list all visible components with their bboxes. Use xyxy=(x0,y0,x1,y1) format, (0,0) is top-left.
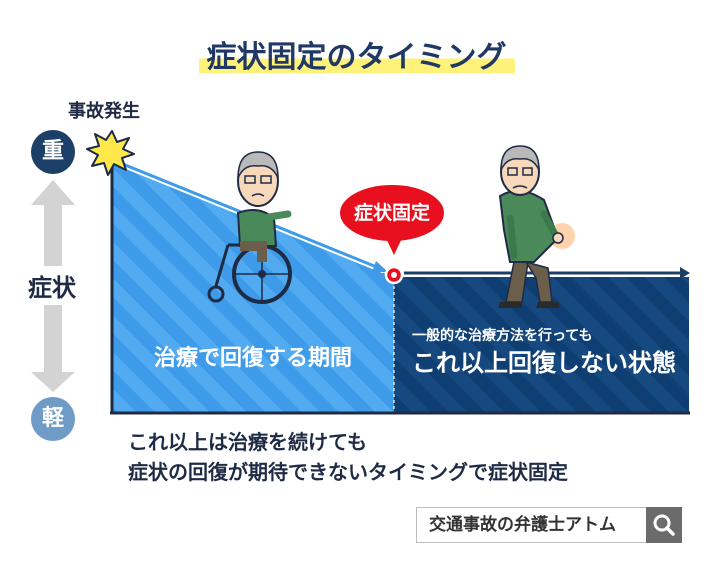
plateau-region-label: これ以上回復しない状態 xyxy=(412,349,676,377)
caption-line-1: これ以上は治療を続けても xyxy=(128,430,367,454)
caption: これ以上は治療を続けても 症状の回復が期待できないタイミングで症状固定 xyxy=(128,427,568,487)
severity-light-badge: 軽 xyxy=(31,397,75,441)
search-button[interactable] xyxy=(646,507,682,543)
accident-label: 事故発生 xyxy=(68,101,140,122)
hurting-person-icon xyxy=(498,145,575,308)
plateau-region-sublabel: 一般的な治療方法を行っても xyxy=(412,328,593,344)
burst-icon xyxy=(86,130,135,176)
treatment-region-label: 治療で回復する期間 xyxy=(153,346,352,371)
page-title: 症状固定のタイミング xyxy=(198,40,515,76)
symptom-axis-label: 症状 xyxy=(20,266,84,305)
search-box[interactable]: 交通事故の弁護士アトム xyxy=(416,507,682,543)
caption-line-2: 症状の回復が期待できないタイミングで症状固定 xyxy=(128,460,568,484)
fixation-bubble: 症状固定 xyxy=(340,185,444,241)
search-box-text: 交通事故の弁護士アトム xyxy=(429,515,616,535)
fixation-marker xyxy=(384,265,404,285)
search-icon xyxy=(653,514,675,536)
severity-heavy-badge: 重 xyxy=(31,130,75,174)
wheelchair-person-icon xyxy=(207,151,292,304)
treatment-region xyxy=(112,163,394,412)
title-wrap: 症状固定のタイミング xyxy=(0,40,713,76)
